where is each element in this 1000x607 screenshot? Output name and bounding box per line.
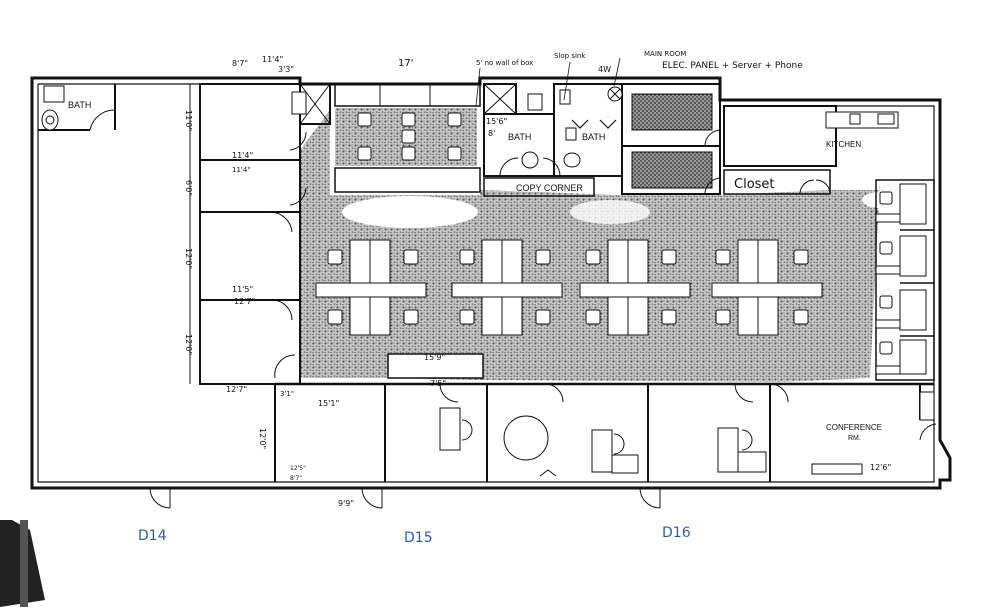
conference-label-2: RM. — [848, 435, 861, 442]
dim-11-4c: 11'4" — [232, 166, 251, 174]
dim-3-3: 3'3" — [278, 65, 294, 74]
dim-15-9: 15'9" — [424, 353, 445, 362]
workstation-cluster-3 — [579, 239, 691, 336]
dim-15-1: 15'1" — [318, 399, 339, 408]
dim-4w: 4W — [598, 65, 611, 74]
suite-d16-label: D16 — [662, 525, 691, 541]
open-office-carpet — [300, 110, 880, 382]
dim-12-7: 12'7" — [234, 297, 255, 306]
conference-label: CONFERENCE — [826, 423, 882, 432]
dim-11-0: 11'0" — [184, 110, 193, 131]
dim-12-6: 12'6" — [870, 463, 891, 472]
slop-sink-note: Slop sink — [554, 52, 586, 60]
dim-3-1: 3'1" — [280, 390, 294, 398]
suite-d15-label: D15 — [404, 530, 433, 546]
suite-d14-label: D14 — [138, 528, 167, 544]
dim-8-7b: 8'7" — [290, 475, 302, 482]
dim-6-0: 6'0" — [184, 180, 193, 196]
workstation-cluster-1 — [315, 239, 427, 336]
dim-8-7: 8'7" — [232, 59, 248, 68]
kitchen-label: KITCHEN — [826, 140, 861, 149]
dim-12-0: 12'0" — [184, 248, 193, 269]
dim-12-0b: 12'0" — [184, 334, 193, 355]
workstation-cluster-4 — [711, 239, 823, 336]
dim-15-6: 15'6" — [486, 117, 507, 126]
bath-right-label: BATH — [582, 132, 605, 142]
dim-7-5: 7'5" — [430, 379, 446, 388]
elec-panel-note: ELEC. PANEL + Server + Phone — [662, 61, 803, 71]
right-office-chairs — [879, 191, 893, 355]
dim-17: 17' — [398, 58, 413, 69]
dim-11-4b: 11'4" — [232, 151, 253, 160]
dim-12-7b: 12'7" — [226, 385, 247, 394]
main-room-note: MAIN ROOM — [644, 50, 686, 58]
dim-8: 8' — [488, 129, 495, 138]
dim-11-5: 11'5" — [232, 285, 253, 294]
dim-9-9: 9'9" — [338, 499, 354, 508]
top-bay-chairs — [357, 112, 462, 161]
workstation-cluster-2 — [451, 239, 563, 336]
copy-corner-label: COPY CORNER — [516, 183, 583, 193]
wall-box-note: 5' no wall of box — [476, 59, 533, 67]
bath-mid-label: BATH — [508, 132, 531, 142]
bath-left-label: BATH — [68, 100, 91, 110]
dim-11-4: 11'4" — [262, 55, 283, 64]
closet-label: Closet — [734, 177, 775, 192]
dim-12-5: 12'5" — [290, 465, 306, 472]
dim-12-0c: 12'0" — [258, 428, 267, 449]
